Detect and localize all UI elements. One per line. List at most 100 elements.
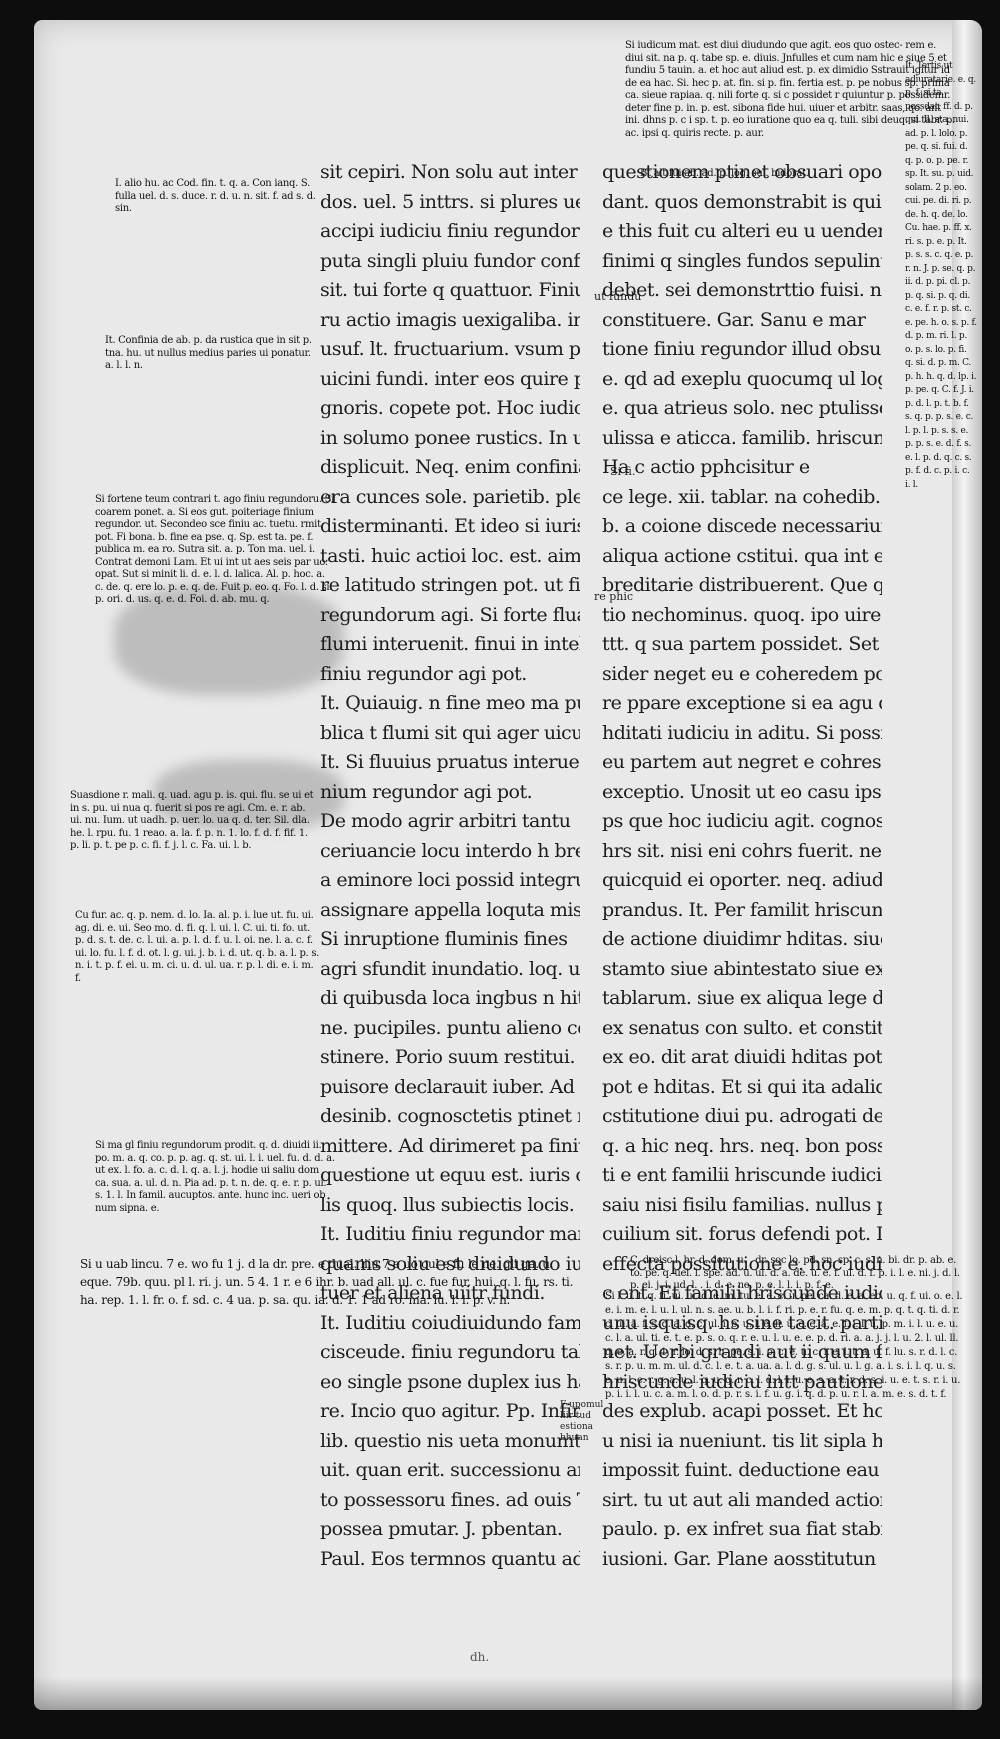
manuscript-line: desinib. cognosctetis ptinet mensorem: [320, 1105, 580, 1127]
manuscript-line: possea pmutar. J. pbentan.: [320, 1518, 563, 1540]
manuscript-line: era cunces sole. parietib. plerisq: [320, 485, 580, 508]
manuscript-line: prandus. It. Per familit hriscun: [602, 898, 882, 921]
manuscript-line: di quibusda loca ingbus n hit occasio: [320, 987, 580, 1009]
gloss-mid-right: C. dreisc l. hr. d. dom. u. . dr. soc lo…: [630, 1255, 960, 1291]
manuscript-line: u nisi ia nueniunt. tis lit sipla hos: [602, 1429, 882, 1452]
ink-smudge: [114, 585, 344, 695]
margin-note: ut fundu: [594, 290, 642, 303]
manuscript-line: stinere. Porio suum restitui. finnos q: [320, 1046, 580, 1068]
manuscript-line: It. Si fluuius pruatus interuenit fi: [320, 751, 580, 773]
manuscript-line: cstitutione diui pu. adrogati defert: [602, 1105, 882, 1127]
page-foot-mark: dh.: [470, 1650, 490, 1664]
manuscript-line: sit cepiri. Non solu aut inter duos fun: [320, 161, 580, 183]
manuscript-line: ceriuancie locu interdo h bredicatu: [320, 839, 580, 862]
manuscript-line: It. Iuditiu finiu regundor mani: [320, 1223, 580, 1245]
manuscript-line: cuilium sit. forus defendi pot. Idditate: [602, 1223, 882, 1245]
manuscript-line: lis quoq. llus subiectis locis.: [320, 1193, 575, 1216]
manuscript-line: des explub. acapi posset. Et hoc iudiciu: [602, 1400, 882, 1422]
manuscript-line: questione ut equu est. iuris cognoscu: [320, 1164, 580, 1186]
manuscript-line: eo single psone duplex ius hatienag: [320, 1370, 580, 1393]
manuscript-line: q. a hic neq. hrs. neq. bon possessor si…: [602, 1134, 882, 1157]
manuscript-line: lib. questio nis ueta monumta sequi: [320, 1429, 580, 1452]
manuscript-line: hriscunde iudiciu intt pautiones hr: [602, 1370, 882, 1393]
manuscript-line: usuf. lt. fructuarium. vsum petans: [320, 338, 580, 360]
manuscript-line: It. Iuditiu coiudiuidundo familibi: [320, 1311, 580, 1334]
manuscript-line: sider neget eu e coheredem pot eu exclud: [602, 662, 882, 685]
manuscript-line: regundorum agi. Si forte flua publica ae: [320, 603, 580, 626]
manuscript-line: sirt. tu ut aut ali manded actiones: [602, 1488, 882, 1511]
manuscript-line: to possessoru fines. ad ouis T actori a …: [320, 1488, 580, 1511]
manuscript-line: puisore declarauit iuber. Ad officiu: [320, 1075, 580, 1098]
manuscript-line: iusioni. Gar. Plane aosstitutun: [602, 1547, 876, 1570]
manuscript-line: eu partem aut negret e cohres n nocet ta: [602, 751, 882, 773]
manuscript-line: e. qua atrieus solo. nec ptulisse Nam: [602, 397, 882, 419]
gloss-top-right: Si iudicum mat. est diui diudundo que ag…: [625, 40, 955, 139]
manuscript-line: pot e hditas. Et si qui ita adaliquet: [602, 1075, 882, 1098]
manuscript-line: constituere. Gar. Sanu e mar: [602, 308, 866, 331]
manuscript-line: ce lege. xii. tablar. na cohedib. uolent…: [602, 485, 882, 508]
manuscript-line: De modo agrir arbitri tantu: [320, 810, 571, 832]
manuscript-line: e this fuit cu alteri eu u uender. n sen: [602, 220, 882, 242]
manuscript-line: re ppare exceptione si ea agu de qua agi…: [602, 692, 882, 714]
manuscript-line: impossit fuint. deductione eau ut: [602, 1459, 882, 1481]
manuscript-line: puta singli pluiu fundor confines: [320, 249, 580, 272]
manuscript-line: mittere. Ad dirimeret pa finium: [320, 1134, 580, 1157]
page-edge: [952, 20, 982, 1710]
manuscript-line: c ent. Et familii hriscunde iudicio: [602, 1282, 882, 1304]
manuscript-line: tuer et aliena uiitr fundi.: [320, 1282, 545, 1304]
manuscript-line: ex senatus con sulto. et constitutione. …: [602, 1016, 882, 1039]
manuscript-line: dos. uel. 5 inttrs. si plures uel fundos: [320, 190, 580, 213]
gloss-left-1: I. alio hu. ac Cod. fin. t. q. a. Con ia…: [115, 178, 316, 214]
manuscript-line: debet. sei demonstrttio fuisi. notus. fi…: [602, 279, 882, 301]
manuscript-line: b. a coione discede necessarium uidem: [602, 515, 882, 537]
manuscript-line: uicini fundi. inter eos quire possi der …: [320, 367, 580, 390]
manuscript-line: flumi interuenit. finui in intellige: [320, 633, 580, 655]
manuscript-line: uit. quan erit. successionu arbi: [320, 1459, 580, 1481]
manuscript-line: agri sfundit inundatio. loq. usurpan: [320, 957, 580, 980]
gloss-left-4: Suasdione r. mali. q. uad. agu p. is. qu…: [70, 790, 314, 851]
margin-note: Si fi.: [610, 465, 636, 478]
gloss-left-2: It. Confinia de ab. p. da rustica que in…: [105, 335, 312, 371]
manuscript-line: unu isquisq. hs sine tacit. partisusti: [602, 1311, 882, 1334]
manuscript-line: finimi q singles fundos sepulint. obsuai: [602, 249, 882, 272]
margin-note: re phic: [594, 590, 634, 603]
manuscript-line: Paul. Eos termnos quantu ad diu: [320, 1547, 580, 1570]
manuscript-line: Si inruptione fluminis fines: [320, 928, 568, 950]
manuscript-line: hrs sit. nisi eni cohrs fuerit. neq. adi…: [602, 839, 882, 862]
manuscript-line: displicuit. Neq. enim confinia d maguii: [320, 456, 580, 478]
manuscript-line: disterminanti. Et ideo si iuris coufina …: [320, 515, 580, 537]
ink-smudge: [154, 760, 344, 830]
page-bottom-shadow: [34, 1676, 982, 1710]
manuscript-line: sit. tui forte q quattuor. Finiu regundo: [320, 279, 580, 301]
gloss-left-3: Si fortene teum contrari t. ago finiu re…: [95, 494, 335, 605]
margin-note: F upomul liir tud estiona bhuan: [560, 1400, 604, 1443]
manuscript-line: dant. quos demonstrabit is qui usq pu: [602, 190, 882, 213]
manuscript-line: assignare appella loquta misoptui c: [320, 898, 580, 921]
manuscript-line: e. qd ad exeplu quocumq ul loge. I. pu: [602, 367, 882, 390]
gloss-left-5: Cu fur. ac. q. p. nem. d. lo. Ia. al. p.…: [75, 910, 320, 984]
manuscript-line: hditati iudiciu in aditu. Si possidi: [602, 721, 882, 744]
manuscript-line: tasti. huic actioi loc. est. aimurbe oro: [320, 544, 580, 567]
manuscript-line: tio nechominus. quoq. ipo uire cope: [602, 603, 882, 626]
manuscript-line: tione finiu regundor illud obsuandu: [602, 338, 882, 360]
manuscript-line: ulissa e aticca. familib. hriscunde: [602, 426, 882, 449]
manuscript-line: quams soliu est diuidundo iuditio cogn: [320, 1252, 580, 1275]
manuscript-line: questionem ptinet obsuari oporte fin: [602, 161, 882, 183]
manuscript-line: tablarum. siue ex aliqua lege defert. hd…: [602, 987, 882, 1009]
manuscript-line: ex eo. dit arat diuidi hditas pot. qd: [602, 1046, 882, 1068]
manuscript-line: quicquid ei oporter. neq. adiudicaui ei …: [602, 869, 882, 891]
manuscript-line: gnoris. copete pot. Hoc iudiciu locu h: [320, 397, 580, 419]
manuscript-line: aliqua actione cstitui. qua int eos h: [602, 544, 882, 567]
manuscript-line: It. Quiauig. n fine meo ma pu: [320, 692, 580, 714]
gloss-bottom-right: Si l. u. t. q. ti. ui. ui. d. e. m. tu. …: [605, 1291, 963, 1400]
gloss-right-edge: It. Tertis ut adiuratarie. e. q. p. f. s…: [905, 61, 977, 490]
manuscript-page: [34, 20, 982, 1710]
manuscript-line: a eminore loci possid integrulocu: [320, 869, 580, 891]
manuscript-line: re. Incio quo agitur. Pp. Infina: [320, 1400, 580, 1422]
manuscript-line: net. Uerbi grandi aut ii quum famili: [602, 1341, 882, 1363]
gloss-left-6: Si ma gl finiu regundorum prodit. q. d. …: [95, 1140, 335, 1214]
manuscript-line: paulo. p. ex infret sua fiat stabit or: [602, 1518, 882, 1540]
